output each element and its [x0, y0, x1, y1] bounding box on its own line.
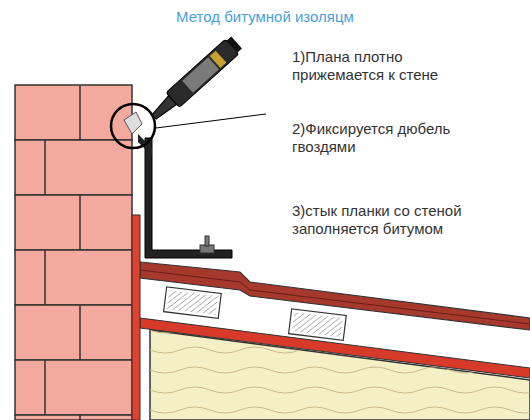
batten	[289, 309, 347, 341]
brick-wall	[15, 85, 132, 420]
leader-line	[156, 114, 266, 128]
batten-hatch	[167, 290, 218, 315]
brick-joint	[44, 360, 46, 415]
roof-tile	[140, 262, 530, 330]
brick-joint	[79, 85, 81, 140]
brick	[15, 140, 132, 195]
brick	[15, 415, 132, 420]
dowel-nail	[205, 236, 209, 246]
brick-joint	[44, 140, 46, 195]
step-note: 3)стык планки со стеной заполняется биту…	[292, 202, 504, 238]
sealant-cartridge	[147, 35, 243, 124]
abutment-strip	[145, 138, 232, 258]
step-note: 1)Плана плотно прижемается к стене	[292, 48, 472, 84]
wall-flashing	[132, 215, 140, 420]
brick	[15, 250, 132, 305]
brick	[15, 305, 132, 360]
batten	[164, 287, 222, 319]
brick-joint	[79, 415, 81, 420]
brick	[15, 360, 132, 415]
tile-edge	[140, 270, 530, 324]
step-note: 2)Фиксируется дюбель гвоздями	[292, 120, 480, 156]
batten-hatch	[292, 312, 343, 337]
bitumen-bead	[124, 112, 142, 134]
diagram-title: Метод битумной изоляцм	[176, 8, 354, 26]
brick-joint	[79, 305, 81, 360]
brick-joint	[79, 195, 81, 250]
brick	[15, 195, 132, 250]
detail-circle	[111, 104, 155, 148]
brick-joint	[44, 250, 46, 305]
